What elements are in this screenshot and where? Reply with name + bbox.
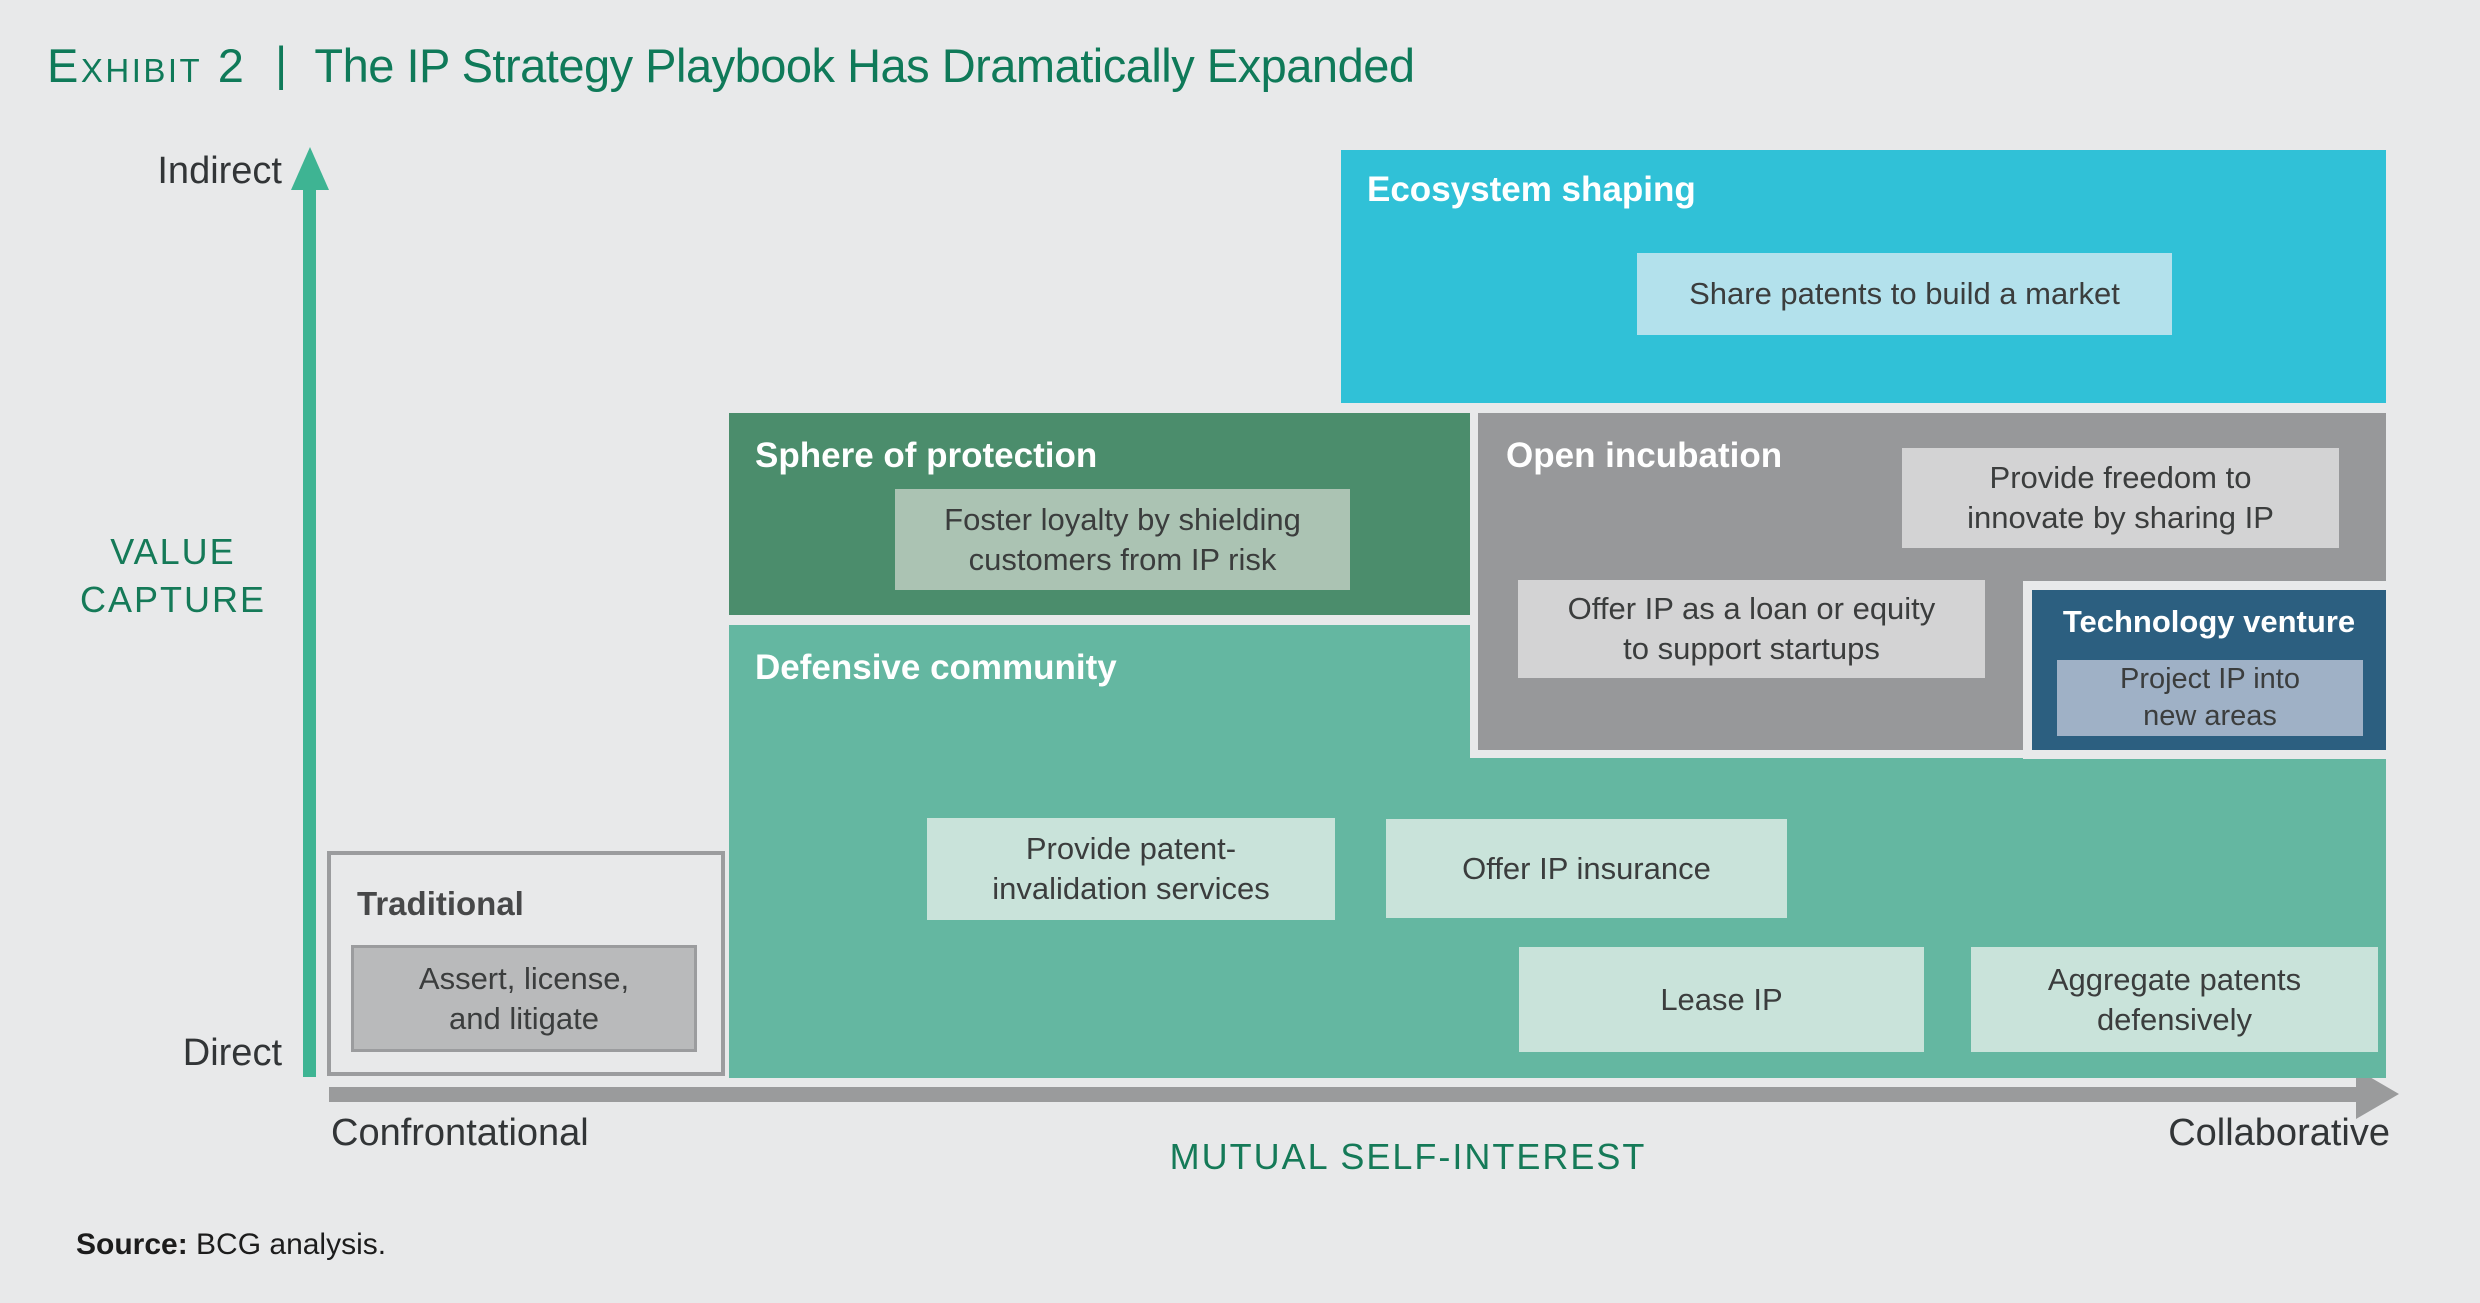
block-defensive-community-title: Defensive community bbox=[755, 648, 1117, 687]
tactic-provide-patent-invalidation: Provide patent- invalidation services bbox=[927, 818, 1335, 920]
source-note: Source: BCG analysis. bbox=[76, 1228, 386, 1262]
block-technology-venture-title: Technology venture bbox=[2062, 604, 2356, 639]
block-traditional-title: Traditional bbox=[357, 885, 524, 922]
source-label: Source: bbox=[76, 1228, 188, 1261]
tactic-share-patents: Share patents to build a market bbox=[1637, 253, 2172, 335]
y-axis-title: VALUE CAPTURE bbox=[79, 531, 267, 620]
x-axis-title: MUTUAL SELF-INTEREST bbox=[1169, 1136, 1647, 1177]
block-sphere-of-protection-title: Sphere of protection bbox=[755, 436, 1098, 475]
tactic-assert-license-litigate: Assert, license, and litigate bbox=[351, 945, 697, 1052]
block-sphere-of-protection: Sphere of protection Foster loyalty by s… bbox=[729, 413, 1470, 615]
tactic-aggregate-patents: Aggregate patents defensively bbox=[1971, 947, 2378, 1052]
x-axis-right-label: Collaborative bbox=[2168, 1112, 2390, 1154]
tactic-offer-ip-as-loan: Offer IP as a loan or equity to support … bbox=[1518, 580, 1985, 678]
source-text: BCG analysis. bbox=[187, 1228, 387, 1261]
x-axis-line bbox=[329, 1087, 2358, 1102]
exhibit-label: Exhibit 2 bbox=[47, 39, 247, 92]
y-axis-bottom-label: Direct bbox=[182, 1032, 282, 1074]
tactic-lease-ip: Lease IP bbox=[1519, 947, 1924, 1052]
tactic-offer-ip-insurance: Offer IP insurance bbox=[1386, 819, 1787, 918]
block-open-incubation-title: Open incubation bbox=[1506, 436, 1783, 475]
y-axis-line bbox=[303, 184, 316, 1077]
y-axis-top-label: Indirect bbox=[157, 150, 282, 192]
block-ecosystem-shaping: Ecosystem shaping Share patents to build… bbox=[1341, 150, 2386, 403]
x-axis-left-label: Confrontational bbox=[331, 1112, 589, 1154]
tactic-foster-loyalty: Foster loyalty by shielding customers fr… bbox=[895, 489, 1350, 590]
page-title: Exhibit 2 | The IP Strategy Playbook Has… bbox=[47, 37, 1415, 93]
tactic-project-ip: Project IP into new areas bbox=[2057, 660, 2363, 736]
tactic-provide-freedom-to-innovate: Provide freedom to innovate by sharing I… bbox=[1902, 448, 2339, 548]
title-text: The IP Strategy Playbook Has Dramaticall… bbox=[314, 39, 1415, 92]
block-technology-venture: Technology venture Project IP into new a… bbox=[2032, 590, 2386, 750]
block-ecosystem-shaping-title: Ecosystem shaping bbox=[1367, 170, 1696, 209]
title-divider: | bbox=[274, 37, 287, 90]
y-axis-arrowhead-icon bbox=[291, 147, 329, 190]
block-traditional: Traditional Assert, license, and litigat… bbox=[327, 851, 725, 1076]
